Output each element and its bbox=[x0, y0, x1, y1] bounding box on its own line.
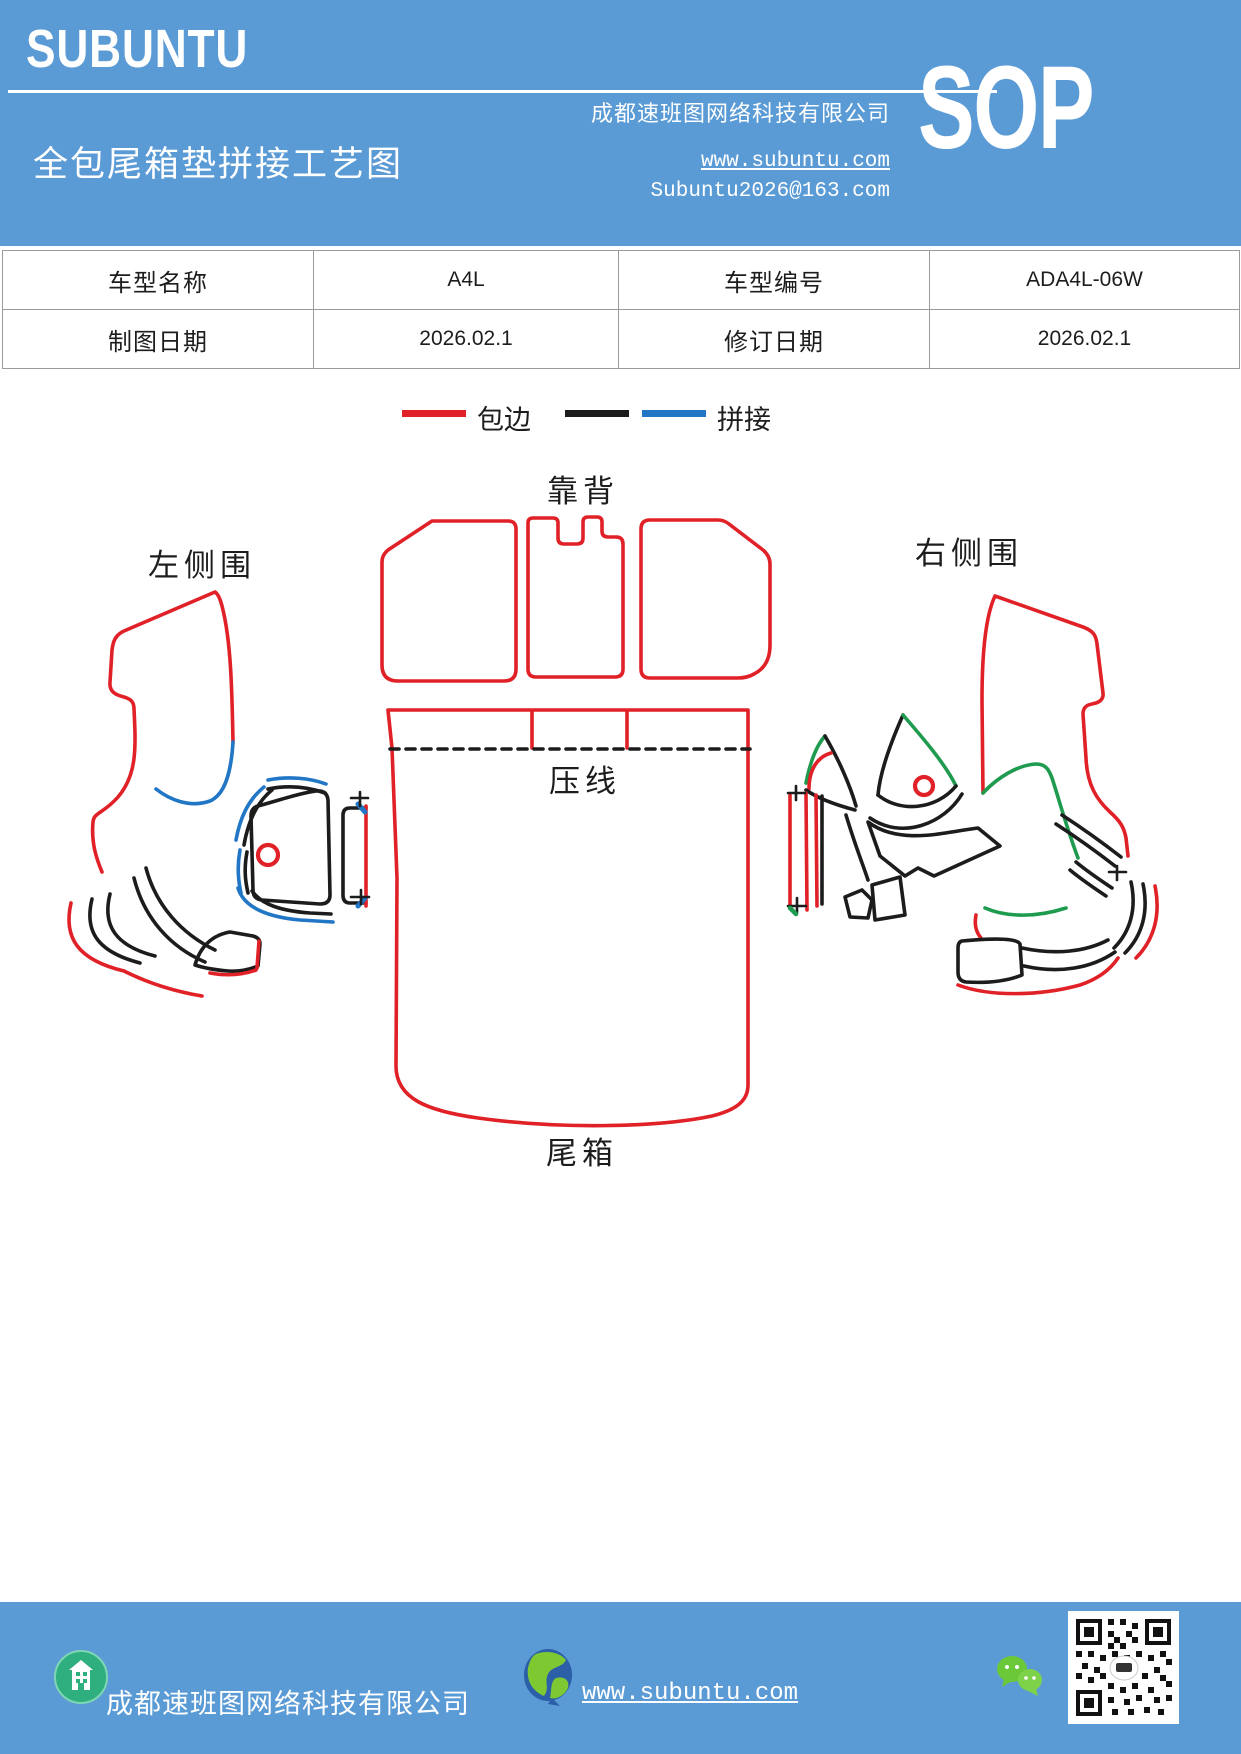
apex-stitch-green bbox=[804, 734, 827, 785]
header-email-link[interactable]: Subuntu2026@163.com bbox=[650, 180, 890, 203]
leaf-band-outer bbox=[868, 792, 964, 830]
revise-date-label: 修订日期 bbox=[618, 309, 930, 369]
right-bottom-red-cap bbox=[973, 913, 983, 940]
apex-bottom-black bbox=[804, 788, 857, 812]
left-eyelet-circle bbox=[255, 842, 281, 868]
label-left-side: 左侧围 bbox=[148, 548, 256, 583]
left-bracket-outline bbox=[341, 806, 368, 905]
leaf-stitch-right bbox=[901, 713, 958, 788]
vehicle-code-label: 车型编号 bbox=[618, 250, 930, 310]
left-bottom-band-stitch bbox=[236, 886, 335, 924]
right-vstrip-red-2 bbox=[804, 791, 809, 912]
right-eyelet-circle bbox=[912, 774, 936, 798]
table-row: 制图日期 2026.02.1 修订日期 2026.02.1 bbox=[2, 309, 1240, 369]
footer-band: 成都速班图网络科技有限公司 www.subuntu.com bbox=[0, 1602, 1241, 1754]
left-sweep-black-1 bbox=[132, 876, 207, 964]
right-vstrip-red-3 bbox=[814, 793, 819, 908]
right-band-black-2b bbox=[1068, 868, 1108, 898]
draw-date-label: 制图日期 bbox=[2, 309, 314, 369]
right-strip-black-1 bbox=[1123, 882, 1147, 955]
globe-icon bbox=[522, 1648, 576, 1711]
leaf-outline-left bbox=[876, 713, 905, 797]
legend-binding-label: 包边 bbox=[477, 405, 531, 435]
left-sliver-outline-1 bbox=[242, 788, 274, 847]
vehicle-name-value: A4L bbox=[313, 250, 619, 310]
leaf-band-inner bbox=[876, 784, 958, 809]
left-side-stitch-bottom bbox=[154, 740, 235, 806]
left-sweep-black-2 bbox=[144, 866, 217, 952]
right-bottom-piece bbox=[956, 937, 1024, 985]
draw-date-value: 2026.02.1 bbox=[313, 309, 619, 369]
backrest-left-piece bbox=[380, 519, 518, 683]
left-sliver-stitch-1 bbox=[234, 785, 266, 842]
right-band-black-1b bbox=[1054, 822, 1117, 868]
vehicle-code-value: ADA4L-06W bbox=[929, 250, 1240, 310]
left-bottom-piece-red-edge bbox=[208, 939, 261, 977]
apex-outline-black bbox=[823, 734, 858, 808]
label-trunk: 尾箱 bbox=[546, 1136, 618, 1171]
logo-subuntu: SUBUNTU bbox=[26, 19, 249, 79]
revise-date-value: 2026.02.1 bbox=[929, 309, 1240, 369]
wechat-icon bbox=[994, 1654, 1046, 1703]
footer-company-name: 成都速班图网络科技有限公司 bbox=[106, 1689, 470, 1720]
right-bottom-quad-2 bbox=[870, 875, 907, 922]
qr-code bbox=[1068, 1611, 1179, 1724]
left-stripe-red-outer bbox=[67, 901, 126, 973]
page-title: 全包尾箱垫拼接工艺图 bbox=[33, 145, 404, 184]
left-sliver-outline-2 bbox=[243, 850, 250, 895]
right-lower-polygon bbox=[866, 820, 1002, 878]
header-band: SUBUNTU SOP 成都速班图网络科技有限公司 全包尾箱垫拼接工艺图 www… bbox=[0, 0, 1241, 246]
left-side-main-piece bbox=[90, 590, 235, 874]
right-vstrip-green-tick bbox=[787, 905, 799, 917]
backrest-middle-piece bbox=[526, 515, 625, 679]
header-website-link[interactable]: www.subuntu.com bbox=[700, 150, 890, 173]
apex-neck-black bbox=[844, 813, 870, 882]
right-bottom-sweep-2 bbox=[1022, 950, 1117, 972]
left-bracket-mark-top bbox=[349, 790, 370, 808]
vehicle-name-label: 车型名称 bbox=[2, 250, 314, 310]
table-row: 车型名称 A4L 车型编号 ADA4L-06W bbox=[2, 250, 1240, 310]
left-bottom-band-outline bbox=[250, 889, 333, 916]
right-strip-red bbox=[1134, 884, 1159, 960]
right-bottom-stitch-green bbox=[983, 906, 1068, 917]
legend-stitch-label: 拼接 bbox=[717, 405, 771, 435]
right-bottom-sweep-1 bbox=[1020, 938, 1110, 954]
right-side-main-piece bbox=[980, 594, 1130, 858]
label-right-side: 右侧围 bbox=[915, 536, 1023, 571]
backrest-right-piece bbox=[639, 518, 772, 680]
right-bottom-red-curve bbox=[956, 956, 1120, 996]
header-divider-line bbox=[8, 90, 997, 93]
left-top-band-stitch bbox=[266, 776, 328, 786]
right-band-black-1a bbox=[1060, 813, 1123, 859]
header-company-name: 成都速班图网络科技有限公司 bbox=[590, 102, 890, 127]
left-bracket-mark-bottom bbox=[349, 888, 371, 906]
right-band-black-2a bbox=[1074, 860, 1114, 890]
right-bottom-quad-1 bbox=[843, 888, 874, 920]
left-stripe-black-2 bbox=[106, 892, 157, 958]
left-stripe-black-1 bbox=[88, 897, 142, 965]
building-icon bbox=[54, 1650, 108, 1704]
left-stripe-red-tail bbox=[122, 969, 204, 998]
legend-binding-swatch bbox=[402, 410, 466, 417]
right-vstrip-mark-top bbox=[786, 784, 807, 802]
legend-stitch-black-swatch bbox=[565, 410, 629, 417]
vehicle-info-table: 车型名称 A4L 车型编号 ADA4L-06W 制图日期 2026.02.1 修… bbox=[2, 250, 1240, 369]
legend-stitch-blue-swatch bbox=[642, 410, 706, 417]
left-bottom-piece bbox=[193, 930, 262, 973]
right-strip-black-2 bbox=[1112, 880, 1135, 950]
left-top-band-outline bbox=[266, 785, 327, 795]
footer-website-link[interactable]: www.subuntu.com bbox=[582, 1680, 799, 1707]
right-strip-mark bbox=[1107, 864, 1128, 882]
label-backrest: 靠背 bbox=[547, 474, 619, 509]
trunk-outline bbox=[386, 708, 750, 1128]
label-press-line: 压线 bbox=[549, 764, 621, 799]
apex-red-arc bbox=[807, 751, 833, 791]
